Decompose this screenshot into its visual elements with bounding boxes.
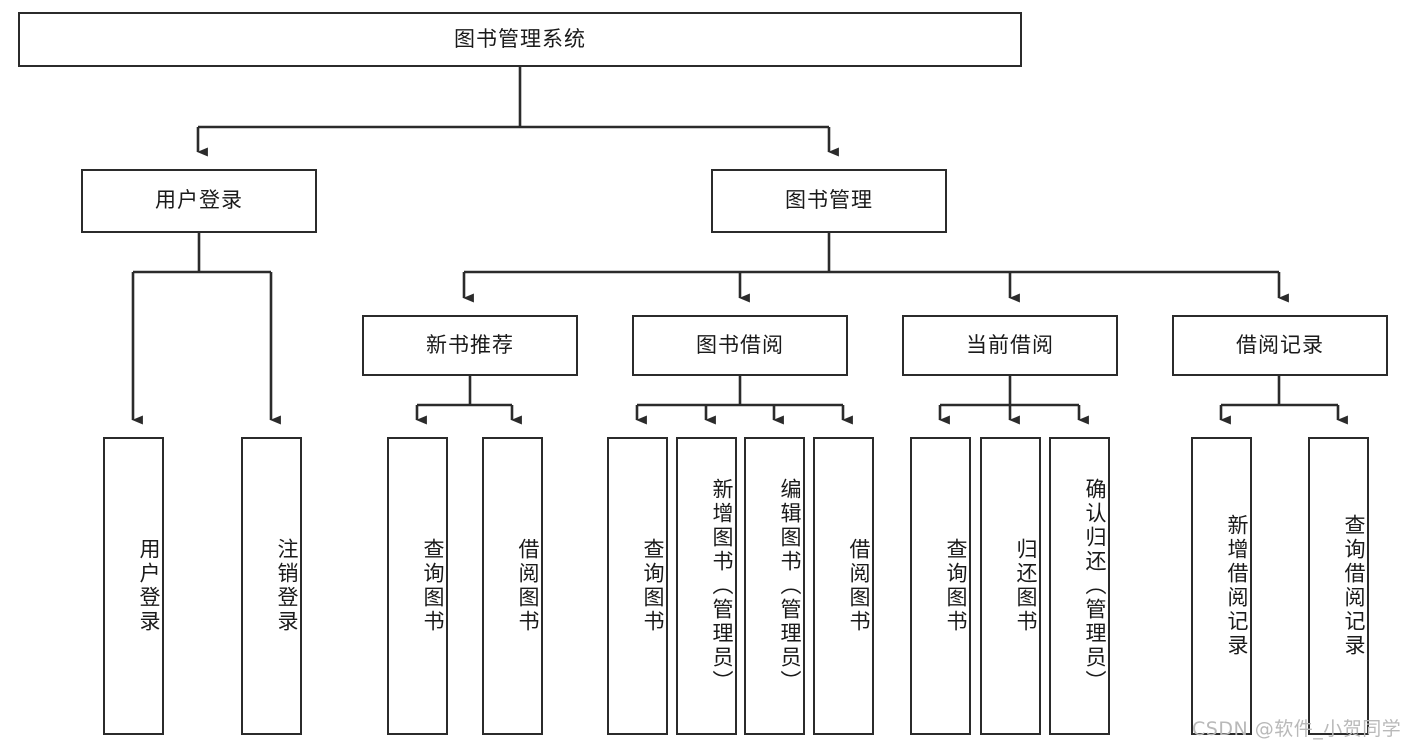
leaf-user-login-label: 用户登录 bbox=[137, 538, 161, 634]
leaf-record-add[interactable]: 新增借阅记录 bbox=[1191, 437, 1252, 735]
leaf-newbook-query[interactable]: 查询图书 bbox=[387, 437, 448, 735]
leaf-borrow-edit[interactable]: 编辑图书（管理员） bbox=[744, 437, 805, 735]
leaf-current-query[interactable]: 查询图书 bbox=[910, 437, 971, 735]
leaf-current-confirm[interactable]: 确认归还（管理员） bbox=[1049, 437, 1110, 735]
leaf-borrow-add-label: 新增图书（管理员） bbox=[710, 478, 734, 694]
node-book-borrow-label: 图书借阅 bbox=[696, 332, 784, 357]
node-current-borrow[interactable]: 当前借阅 bbox=[902, 315, 1118, 376]
watermark-text: CSDN @软件_小贺同学 bbox=[1192, 718, 1402, 740]
leaf-user-login[interactable]: 用户登录 bbox=[103, 437, 164, 735]
node-user-login-label: 用户登录 bbox=[155, 188, 243, 213]
node-borrow-record-label: 借阅记录 bbox=[1236, 332, 1324, 357]
node-user-login[interactable]: 用户登录 bbox=[81, 169, 317, 233]
node-book-management[interactable]: 图书管理 bbox=[711, 169, 947, 233]
leaf-borrow-borrow-label: 借阅图书 bbox=[847, 538, 871, 634]
leaf-borrow-query-label: 查询图书 bbox=[641, 538, 665, 634]
leaf-borrow-add[interactable]: 新增图书（管理员） bbox=[676, 437, 737, 735]
leaf-current-return[interactable]: 归还图书 bbox=[980, 437, 1041, 735]
leaf-newbook-query-label: 查询图书 bbox=[421, 538, 445, 634]
leaf-borrow-edit-label: 编辑图书（管理员） bbox=[778, 478, 802, 694]
leaf-newbook-borrow[interactable]: 借阅图书 bbox=[482, 437, 543, 735]
node-book-borrow[interactable]: 图书借阅 bbox=[632, 315, 848, 376]
leaf-borrow-query[interactable]: 查询图书 bbox=[607, 437, 668, 735]
leaf-record-query-label: 查询借阅记录 bbox=[1342, 514, 1366, 658]
leaf-current-query-label: 查询图书 bbox=[944, 538, 968, 634]
node-root-label: 图书管理系统 bbox=[454, 26, 586, 51]
leaf-newbook-borrow-label: 借阅图书 bbox=[516, 538, 540, 634]
node-book-management-label: 图书管理 bbox=[785, 188, 873, 213]
node-root[interactable]: 图书管理系统 bbox=[18, 12, 1022, 67]
leaf-user-logout[interactable]: 注销登录 bbox=[241, 437, 302, 735]
leaf-record-query[interactable]: 查询借阅记录 bbox=[1308, 437, 1369, 735]
leaf-borrow-borrow[interactable]: 借阅图书 bbox=[813, 437, 874, 735]
node-new-book-recommend-label: 新书推荐 bbox=[426, 332, 514, 357]
node-current-borrow-label: 当前借阅 bbox=[966, 332, 1054, 357]
leaf-current-confirm-label: 确认归还（管理员） bbox=[1083, 478, 1107, 694]
node-borrow-record[interactable]: 借阅记录 bbox=[1172, 315, 1388, 376]
leaf-user-logout-label: 注销登录 bbox=[275, 538, 299, 634]
leaf-current-return-label: 归还图书 bbox=[1014, 538, 1038, 634]
node-new-book-recommend[interactable]: 新书推荐 bbox=[362, 315, 578, 376]
leaf-record-add-label: 新增借阅记录 bbox=[1225, 514, 1249, 658]
